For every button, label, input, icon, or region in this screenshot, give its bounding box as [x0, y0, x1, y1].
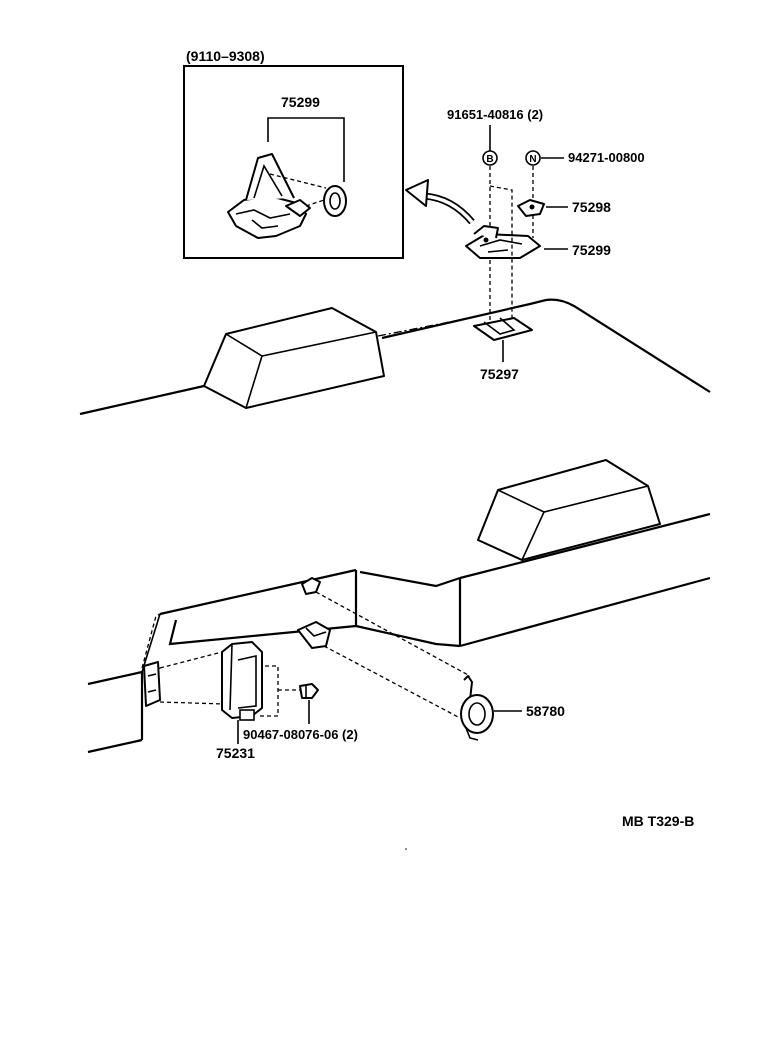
mount-boss-upper: [301, 577, 321, 595]
inset-range-label: (9110–9308): [186, 48, 265, 64]
alignment-line-a: [489, 185, 513, 320]
bolt-marker-letter: B: [486, 154, 493, 165]
lower-raised-block: [477, 459, 661, 561]
nut-label: 94271-00800: [568, 150, 645, 165]
upper-panel-left-edge: [79, 384, 205, 416]
holder-guide-line-lower: [159, 701, 225, 705]
inset-panel: (9110–9308) 75299: [183, 48, 404, 259]
upper-panel-right-edge: [545, 298, 711, 393]
lower-panel-upper-edge: [159, 568, 357, 616]
lower-panel-corner: [141, 613, 161, 673]
clip-label: 58780: [526, 703, 565, 719]
screw-label: 90467-08076-06 (2): [243, 727, 358, 742]
clip-guide-line-lower: [323, 645, 461, 719]
holder-guide-line-upper: [159, 651, 223, 669]
inset-part-label: 75299: [281, 94, 320, 110]
clip-58780-part: [460, 675, 494, 741]
holder-label: 75231: [216, 745, 255, 761]
pad-75297-part: [473, 317, 533, 341]
upper-body-panel: [79, 298, 711, 416]
inset-pointer-arrow: [405, 179, 475, 225]
bracket-75299-part: [465, 225, 541, 259]
lower-panel-left-upper: [87, 670, 143, 686]
clip-guide-line-upper: [315, 591, 471, 677]
pad-label: 75297: [480, 366, 519, 382]
lower-panel-right-bottom: [459, 576, 711, 648]
upper-assembly: 91651-40816 (2) B N 94271-00800 75298 75…: [447, 107, 645, 382]
lower-panel-step-edge: [359, 570, 461, 588]
inset-leader-line: [267, 117, 345, 182]
left-mount-plate: [143, 661, 161, 707]
upper-panel-top-edge: [381, 298, 547, 340]
lower-body-panel: [87, 459, 711, 754]
nut-marker-letter: N: [529, 154, 536, 165]
upper-raised-block: [203, 307, 385, 409]
bolt-label: 91651-40816 (2): [447, 107, 543, 122]
lower-bracket-label: 75298: [572, 199, 611, 215]
nut-marker-icon: [525, 150, 541, 166]
lower-panel-left-lower: [87, 738, 143, 754]
inset-bracket-drawing: [227, 153, 347, 239]
lower-panel-hidden-edge: [141, 613, 161, 669]
screw-guide-bracket: [258, 665, 279, 717]
stray-dot: [405, 848, 407, 850]
bracket-label: 75299: [572, 242, 611, 258]
lower-panel-front-edge: [168, 619, 357, 646]
bracket-75298-part: [517, 199, 545, 217]
lower-panel-top-edge: [459, 512, 711, 580]
screw-part: [299, 683, 319, 699]
mount-boss-lower: [297, 621, 331, 649]
lower-panel-mid-bottom: [355, 624, 461, 648]
diagram-code: MB T329-B: [622, 813, 694, 829]
holder-75231-part: [221, 641, 263, 721]
inset-frame: [183, 65, 404, 259]
